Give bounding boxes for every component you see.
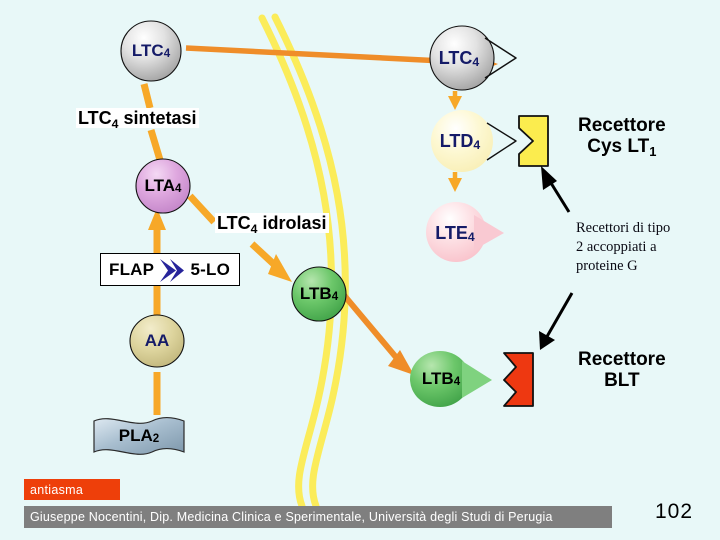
- node-ltd4: [431, 110, 493, 172]
- annotation-line-2: 2 accoppiati a: [576, 238, 657, 255]
- node-ltc4-intracellular: [120, 20, 182, 82]
- annotation-line-3: proteine G: [576, 257, 638, 274]
- annotation-line-1: Recettori di tipo: [576, 220, 671, 236]
- footer-credit: Giuseppe Nocentini, Dip. Medicina Clinic…: [24, 506, 612, 528]
- receptor-title-blt-line2: BLT: [604, 370, 640, 392]
- receptor-cyslt1-block: [518, 115, 549, 167]
- chevron-right-icon: [160, 259, 184, 282]
- lte4-key-wedge: [474, 215, 504, 250]
- label-ltc4-sintetasi: LTC4 sintetasi: [76, 108, 199, 131]
- receptor-title-blt-line1: Recettore: [578, 349, 666, 370]
- receptor-title-blt: Recettore BLT: [578, 349, 666, 392]
- label-ltc4-idrolasi: LTC4 idrolasi: [215, 213, 329, 236]
- receptor-blt-block: [503, 352, 534, 407]
- cell-membrane: [258, 13, 349, 510]
- node-aa: [129, 314, 185, 368]
- node-ltb4-intracellular: [291, 266, 347, 322]
- enzyme-label-5lo: 5-LO: [190, 259, 230, 279]
- receptor-title-cyslt1-line1: Recettore: [578, 115, 666, 136]
- receptor-title-cyslt1-line2: Cys LT1: [587, 136, 657, 160]
- node-ltc4-extracellular: [429, 25, 495, 91]
- enzyme-label-flap: FLAP: [109, 259, 155, 279]
- ltc4-key-wedge: [484, 37, 517, 79]
- node-ltb4-extracellular: [410, 351, 470, 407]
- node-lta4: [135, 158, 191, 214]
- ltd4-key-wedge: [486, 122, 517, 161]
- annotation-arrows: [539, 166, 574, 350]
- page-number: 102: [655, 500, 694, 523]
- annotation-g-protein-receptors: Recettori di tipo 2 accoppiati a protein…: [576, 219, 670, 276]
- receptor-title-cyslt1: Recettore Cys LT1: [578, 115, 666, 160]
- ltb4-key-wedge: [462, 361, 492, 398]
- node-lte4: [426, 202, 486, 262]
- antiasma-tag: antiasma: [24, 479, 120, 500]
- node-label-aa: AA: [144, 331, 170, 350]
- node-pla2: [93, 416, 185, 455]
- enzyme-box-flap-5lo[interactable]: FLAP 5-LO: [100, 253, 240, 286]
